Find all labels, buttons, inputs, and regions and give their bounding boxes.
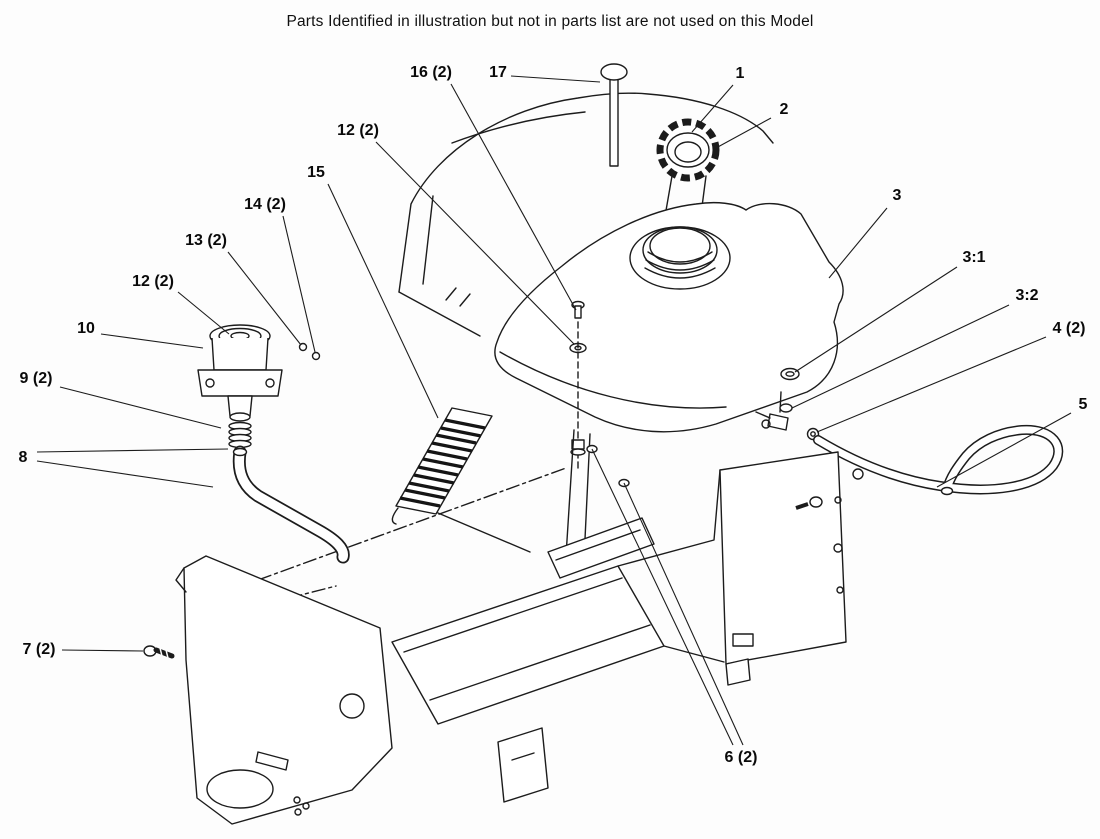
leader-line-3-1	[794, 266, 958, 373]
frame-chassis-drawing	[143, 429, 847, 825]
part-callout-10: 10	[77, 320, 95, 337]
leader-line-5	[936, 412, 1072, 488]
leader-line-9	[59, 386, 222, 429]
vent-grille-drawing	[391, 407, 531, 553]
leader-line-4	[816, 336, 1047, 433]
part-callout-12a: 12 (2)	[132, 273, 174, 290]
leader-lines	[36, 75, 1072, 746]
fuel-cap-drawing	[656, 118, 720, 223]
leader-line-6	[591, 448, 734, 746]
leader-line-6	[623, 482, 744, 746]
part-callout-13: 13 (2)	[185, 232, 227, 249]
pump-assembly-drawing	[197, 324, 321, 449]
leader-line-12b	[375, 141, 575, 345]
part-callout-5: 5	[1078, 396, 1088, 413]
hood-panel-drawing	[398, 92, 774, 337]
leader-line-12a	[177, 291, 230, 335]
tube-drawing	[232, 445, 350, 564]
part-callout-4: 4 (2)	[1052, 320, 1086, 337]
leader-line-17	[510, 75, 601, 83]
part-callout-3-2: 3:2	[1015, 287, 1039, 304]
part-callout-6: 6 (2)	[724, 749, 758, 766]
part-callout-14: 14 (2)	[244, 196, 286, 213]
diagram-note: Parts Identified in illustration but not…	[286, 13, 814, 30]
leader-line-1	[691, 84, 734, 133]
part-callout-1: 1	[735, 65, 745, 82]
leader-line-15	[327, 183, 439, 419]
tank-mount-hardware-drawing	[569, 300, 587, 469]
leader-line-8	[36, 448, 229, 453]
part-callout-7: 7 (2)	[22, 641, 56, 658]
fuel-hose-drawing	[813, 424, 1064, 496]
leader-line-13	[227, 251, 302, 346]
part-callout-12b: 12 (2)	[337, 122, 379, 139]
part-callout-3-1: 3:1	[962, 249, 986, 266]
part-callout-2: 2	[779, 101, 789, 118]
leader-line-3-2	[791, 304, 1010, 409]
leader-line-16	[450, 83, 577, 311]
leader-line-7	[61, 649, 144, 652]
part-callout-17: 17	[489, 64, 507, 81]
leader-line-14	[282, 215, 316, 353]
dipstick-rod-drawing	[600, 63, 628, 167]
leader-line-8	[36, 460, 214, 488]
part-callout-16: 16 (2)	[410, 64, 452, 81]
fuel-tank-drawing	[494, 201, 844, 433]
part-callout-8: 8	[18, 449, 28, 466]
leader-line-3	[828, 207, 888, 279]
part-callout-15: 15	[307, 164, 325, 181]
part-callout-3: 3	[892, 187, 902, 204]
tank-fittings-drawing	[755, 367, 864, 480]
leader-line-10	[100, 333, 204, 349]
leader-line-2	[715, 117, 772, 149]
part-callout-9: 9 (2)	[19, 370, 53, 387]
